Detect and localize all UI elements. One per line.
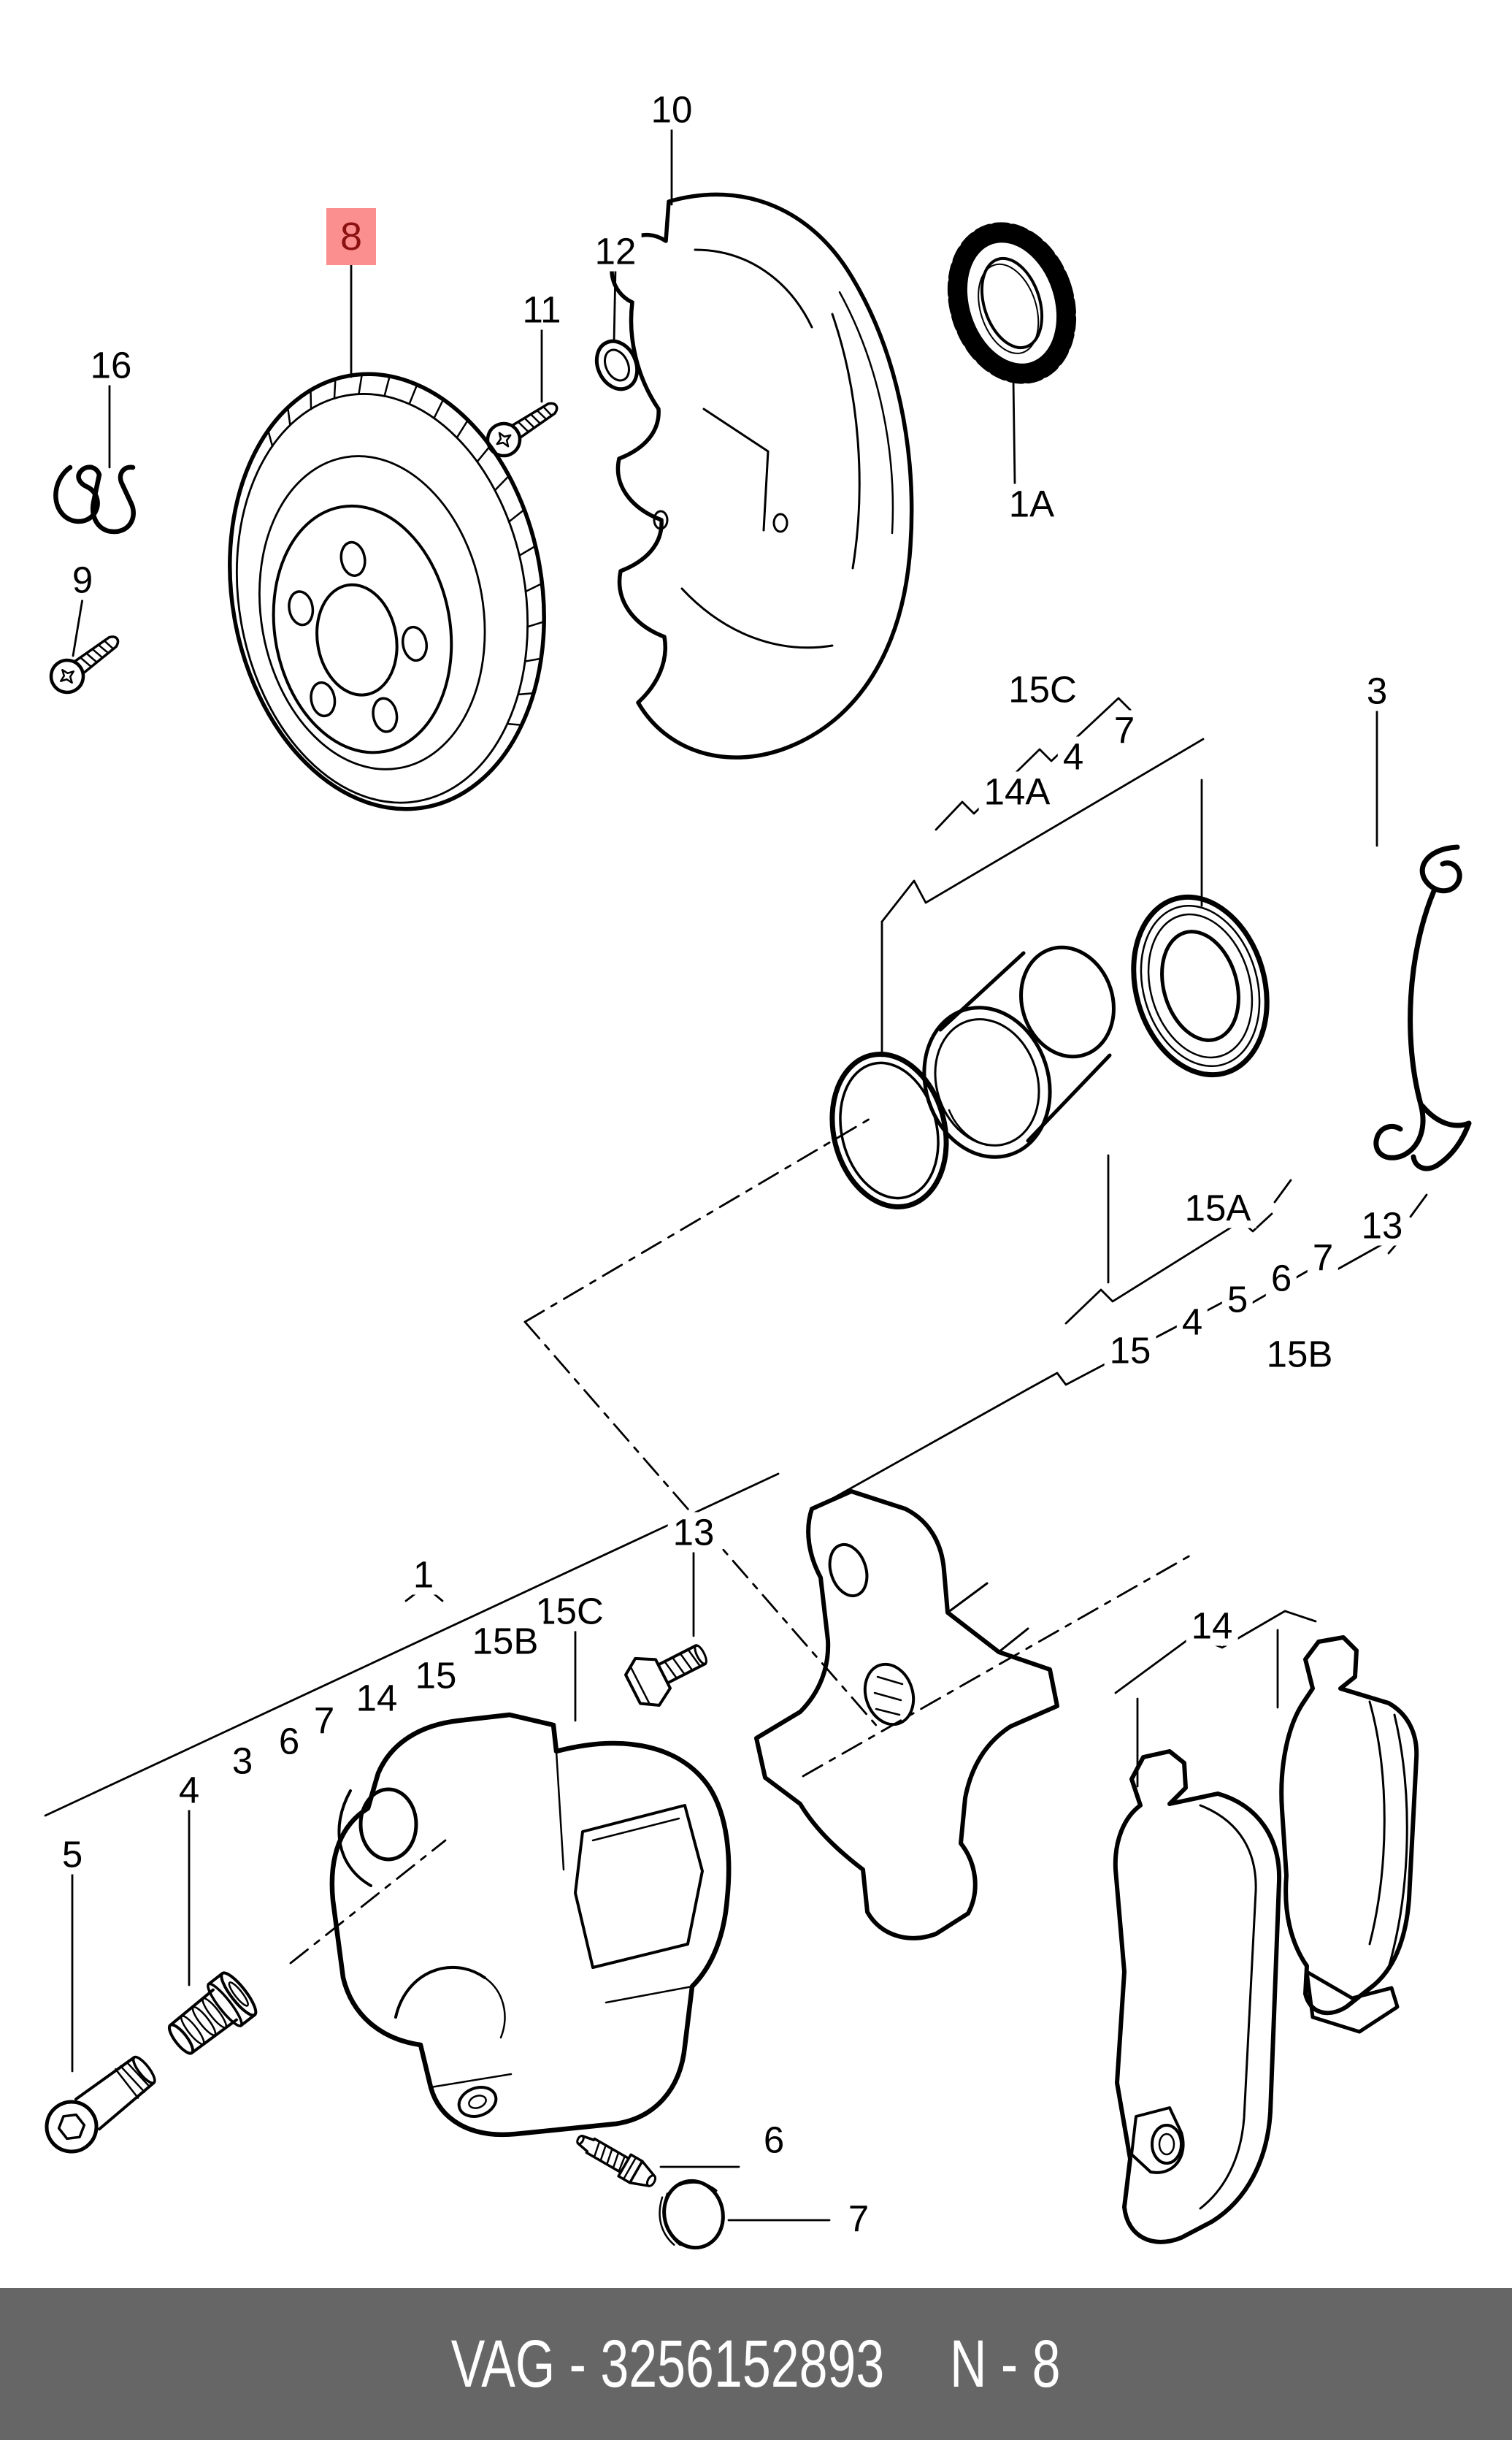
splash-shield [610, 192, 914, 760]
brake-pad-left [1113, 1749, 1282, 2244]
callout-5[interactable]: 5 [1221, 1279, 1254, 1320]
callout-8-highlighted[interactable]: 8 [326, 208, 377, 265]
disc-vent-hatch [266, 373, 545, 726]
caliper-piston [922, 945, 1116, 1159]
callout-4[interactable]: 4 [173, 1770, 205, 1810]
piston-dust-boot [1131, 894, 1270, 1078]
callout-9[interactable]: 9 [66, 559, 99, 600]
callout-15B[interactable]: 15B [467, 1621, 544, 1661]
guide-pin [45, 2055, 156, 2154]
callout-3[interactable]: 3 [226, 1740, 258, 1781]
callout-10[interactable]: 10 [645, 89, 698, 130]
callout-1[interactable]: 1 [407, 1554, 440, 1595]
bleeder-screw [576, 2135, 657, 2187]
callout-3[interactable]: 3 [1361, 670, 1393, 711]
callout-15[interactable]: 15 [410, 1655, 462, 1696]
callout-5[interactable]: 5 [56, 1834, 88, 1875]
callout-6[interactable]: 6 [758, 2119, 790, 2160]
callout-13[interactable]: 13 [1356, 1205, 1408, 1246]
disc-bolt-holes [288, 540, 428, 733]
callout-16[interactable]: 16 [85, 345, 137, 386]
brake-carrier [754, 1489, 1059, 1940]
callout-6[interactable]: 6 [273, 1721, 305, 1762]
callout-14[interactable]: 14 [1186, 1605, 1238, 1646]
callout-1A[interactable]: 1A [1003, 483, 1060, 524]
callout-7[interactable]: 7 [843, 2198, 875, 2239]
callout-7[interactable]: 7 [308, 1700, 340, 1741]
callout-15B[interactable]: 15B [1261, 1334, 1338, 1374]
footer-bar: VAG - 3256152893 N - 8 [0, 2288, 1512, 2440]
pad-retaining-spring [1373, 844, 1472, 1171]
assembly-axis-lines [289, 1114, 1191, 1965]
footer-catalog-code: VAG - 3256152893 [451, 2327, 885, 2401]
callout-12[interactable]: 12 [589, 231, 642, 272]
retaining-clip [53, 464, 136, 535]
callout-7[interactable]: 7 [1307, 1237, 1339, 1278]
callout-15A[interactable]: 15A [1179, 1188, 1256, 1228]
carrier-bolt [624, 1644, 707, 1707]
callout-15C[interactable]: 15C [1003, 669, 1082, 710]
brake-pad-right [1279, 1635, 1419, 2034]
dust-cap [659, 2179, 725, 2250]
brake-disc [228, 372, 546, 811]
abs-tone-ring [947, 222, 1077, 384]
callout-15[interactable]: 15 [1104, 1330, 1156, 1371]
callout-13[interactable]: 13 [667, 1512, 720, 1553]
callout-11[interactable]: 11 [517, 289, 567, 330]
callout-6[interactable]: 6 [1265, 1258, 1297, 1299]
callout-7[interactable]: 7 [1108, 710, 1140, 751]
footer-page-ref: N - 8 [950, 2327, 1061, 2401]
callout-14A[interactable]: 14A [978, 771, 1056, 812]
caliper-housing [329, 1712, 732, 2138]
footer-text: VAG - 3256152893 N - 8 [451, 2330, 1061, 2398]
callout-15C[interactable]: 15C [530, 1591, 609, 1632]
callout-4[interactable]: 4 [1176, 1301, 1208, 1342]
leader-lines [44, 127, 1428, 2222]
guide-bushing [167, 1971, 258, 2055]
callout-14[interactable]: 14 [350, 1678, 403, 1718]
callout-4[interactable]: 4 [1057, 736, 1089, 777]
